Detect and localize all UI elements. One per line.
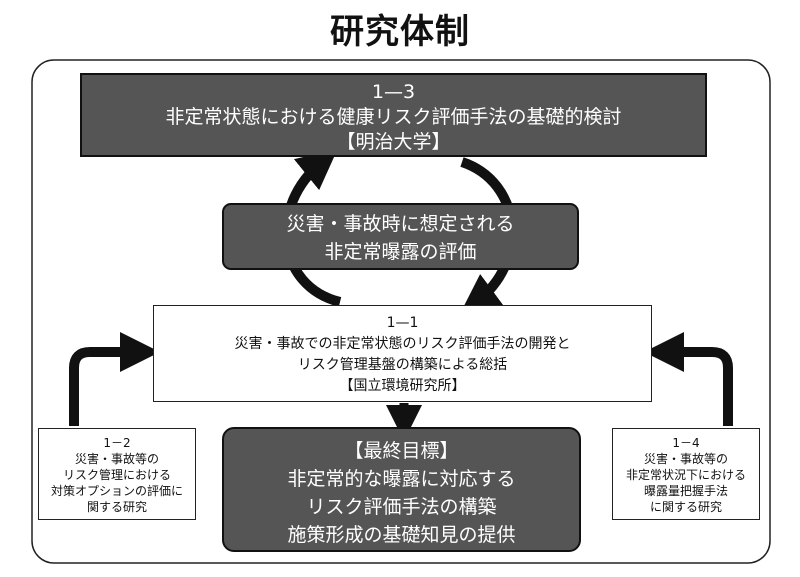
final-goal-heading: 【最終目標】	[344, 440, 459, 462]
project-1-4-id: 1－4	[672, 436, 700, 450]
project-1-1-line2: リスク管理基盤の構築による総括	[297, 357, 508, 373]
project-1-2-box: 1－2 災害・事故等の リスク管理における 対策オプションの評価に 関する研究	[38, 428, 196, 520]
exposure-evaluation-line2: 非定常曝露の評価	[324, 241, 477, 263]
project-1-4-line1: 災害・事故等の	[643, 452, 728, 466]
project-1-2-id: 1－2	[103, 436, 131, 450]
exposure-evaluation-line1: 災害・事故時に想定される	[286, 213, 515, 235]
project-1-4-line4: に関する研究	[649, 500, 722, 514]
project-1-1-org: 【国立環境研究所】	[339, 378, 466, 394]
project-1-2-line4: 関する研究	[86, 500, 147, 514]
project-1-1-line1: 災害・事故での非定常状態のリスク評価手法の開発と	[234, 336, 571, 352]
outer-frame	[31, 59, 771, 564]
project-1-4-box: 1－4 災害・事故等の 非定常状況下における 曝露量把握手法 に関する研究	[612, 428, 760, 520]
project-1-3-org: 【明治大学】	[336, 131, 451, 153]
project-1-2-line3: 対策オプションの評価に	[50, 484, 183, 498]
project-1-3-box: 1—3 非定常状態における健康リスク評価手法の基礎的検討 【明治大学】	[80, 73, 707, 157]
page-title: 研究体制	[330, 12, 470, 52]
project-1-1-id: 1—1	[386, 315, 419, 331]
final-goal-line1: 非定常的な曝露に対応する	[287, 468, 516, 490]
arrow-right-to-center	[644, 332, 733, 426]
final-goal-line3: 施策形成の基礎知見の提供	[287, 524, 516, 546]
project-1-3-text: 非定常状態における健康リスク評価手法の基礎的検討	[165, 106, 622, 128]
project-1-2-line2: リスク管理における	[62, 468, 171, 482]
final-goal-line2: リスク評価手法の構築	[306, 496, 497, 518]
project-1-3-id: 1—3	[371, 81, 416, 103]
project-1-2-line1: 災害・事故等の	[74, 452, 159, 466]
project-1-4-line2: 非定常状況下における	[625, 468, 746, 482]
arrow-left-to-center	[69, 332, 160, 426]
final-goal-box: 【最終目標】 非定常的な曝露に対応する リスク評価手法の構築 施策形成の基礎知見…	[222, 427, 581, 552]
project-1-1-box: 1—1 災害・事故での非定常状態のリスク評価手法の開発と リスク管理基盤の構築に…	[153, 305, 652, 402]
project-1-4-line3: 曝露量把握手法	[643, 484, 728, 498]
exposure-evaluation-box: 災害・事故時に想定される 非定常曝露の評価	[222, 203, 579, 270]
